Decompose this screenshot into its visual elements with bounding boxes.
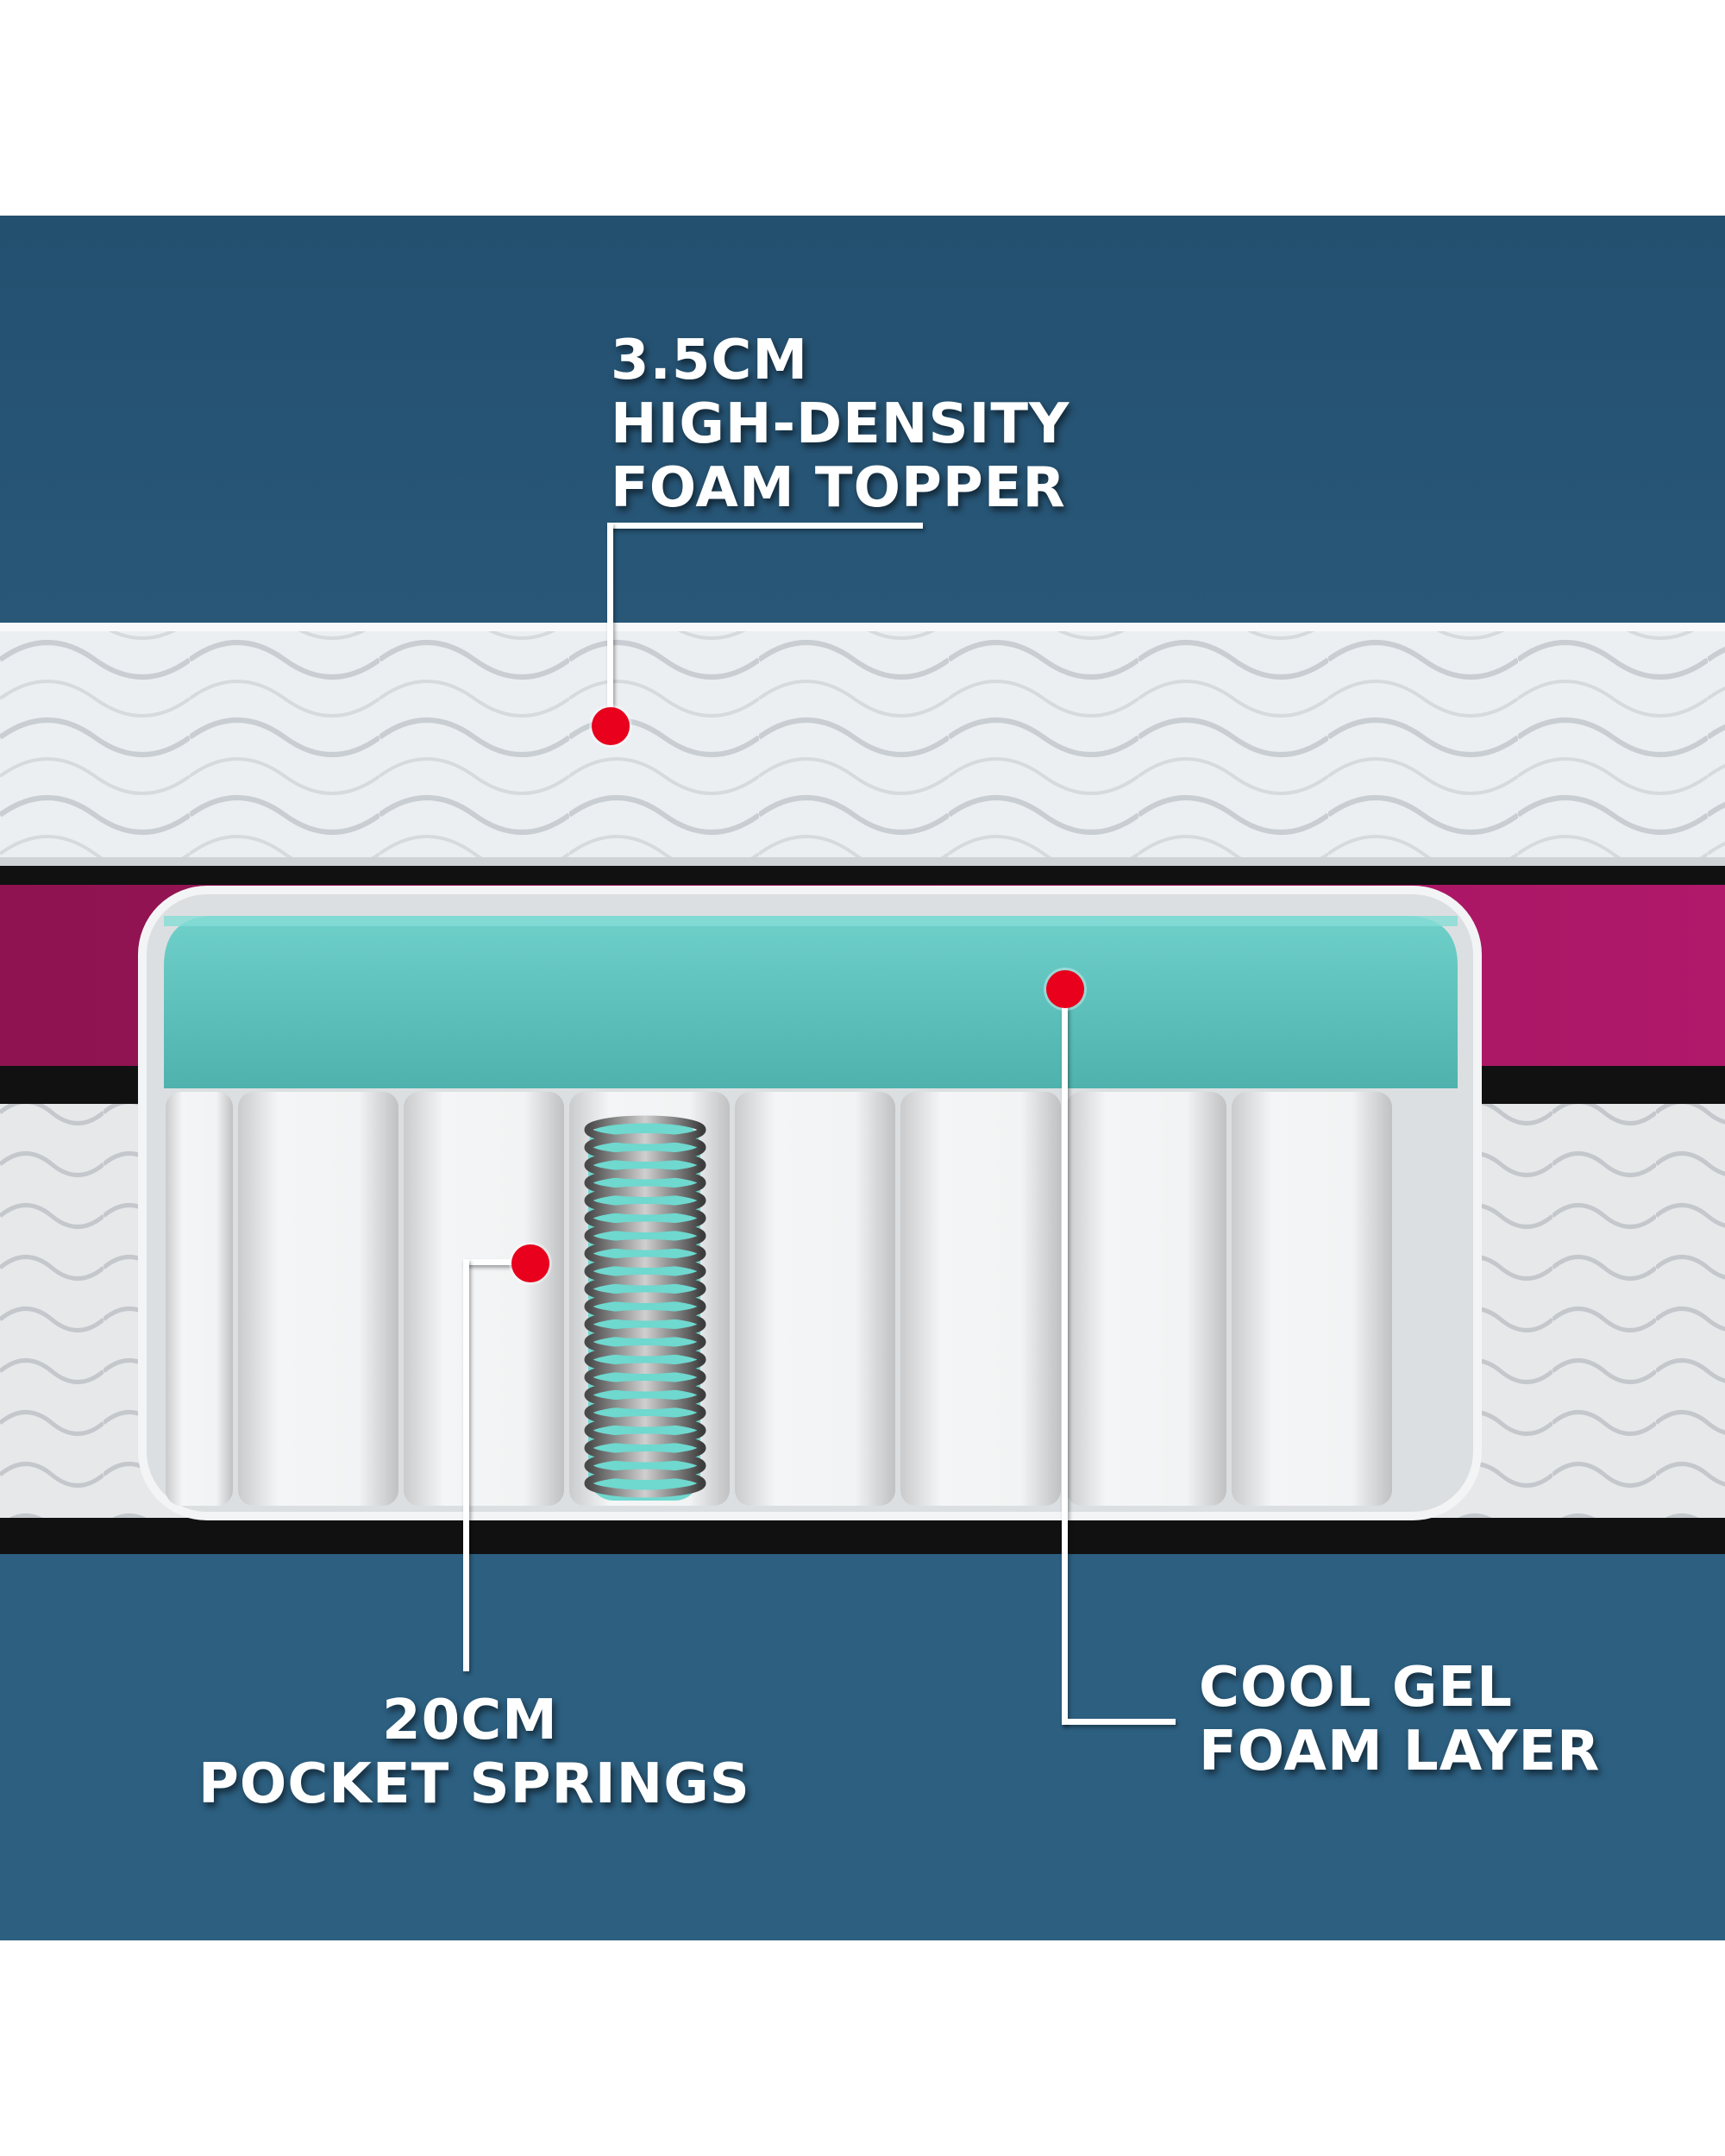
topper-thickness: 3.5CM <box>611 329 809 392</box>
gel-name-line1: COOL GEL <box>1199 1656 1513 1720</box>
springs-callout-line-v <box>463 1259 469 1671</box>
spring-pocket <box>1232 1092 1392 1506</box>
topper-callout-label: 3.5CM HIGH-DENSITY FOAM TOPPER <box>611 329 1070 520</box>
gel-marker-dot <box>1046 970 1084 1008</box>
topper-name: FOAM TOPPER <box>611 456 1066 520</box>
spring-pocket <box>238 1092 398 1506</box>
spring-pocket <box>166 1092 233 1506</box>
spring-pocket <box>1066 1092 1226 1506</box>
topper-callout-line-v <box>607 523 613 726</box>
spring-pocket <box>404 1092 564 1506</box>
springs-name: POCKET SPRINGS <box>198 1752 750 1816</box>
gel-callout-line-v <box>1062 992 1068 1725</box>
coil-turn <box>584 1469 706 1498</box>
topper-callout-line-h <box>607 523 923 529</box>
topper-density: HIGH-DENSITY <box>611 392 1070 456</box>
spring-pocket <box>735 1092 895 1506</box>
springs-height: 20CM <box>382 1689 558 1752</box>
gel-callout-line-h <box>1062 1719 1176 1725</box>
topper-marker-dot <box>592 707 630 745</box>
pocket-spring-coil-icon <box>584 1115 706 1501</box>
spring-pocket <box>900 1092 1061 1506</box>
springs-callout-line-h <box>463 1259 532 1265</box>
gel-name-line2: FOAM LAYER <box>1199 1720 1601 1783</box>
springs-marker-dot <box>511 1244 549 1282</box>
springs-callout-label: 20CM POCKET SPRINGS <box>198 1689 750 1816</box>
gel-callout-label: COOL GEL FOAM LAYER <box>1199 1656 1600 1783</box>
